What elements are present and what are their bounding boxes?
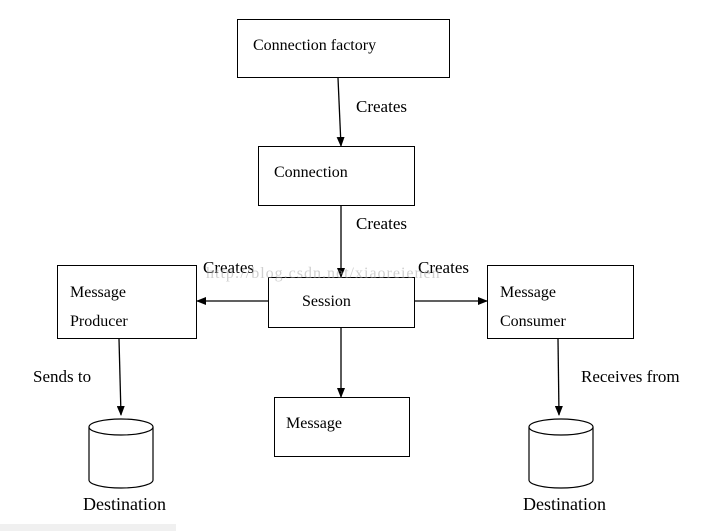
message-consumer-label-line2: Consumer bbox=[500, 313, 566, 330]
message-producer-label-line2: Producer bbox=[70, 313, 128, 330]
edge-label-consumer-creates: Creates bbox=[418, 258, 469, 277]
edge-label-receives-from: Receives from bbox=[581, 367, 680, 386]
session-box: Session bbox=[268, 277, 415, 328]
destination-right-label: Destination bbox=[523, 494, 606, 514]
destination-right-cylinder-icon bbox=[528, 418, 594, 489]
arrow-consumer-to-destination bbox=[554, 338, 563, 416]
edge-label-factory-creates: Creates bbox=[356, 97, 407, 116]
destination-left-cylinder-icon bbox=[88, 418, 154, 489]
message-producer-box: Message Producer bbox=[57, 265, 197, 339]
connection-box: Connection bbox=[258, 146, 415, 206]
watermark-text: http://blog.csdn.net/xiaoreienen bbox=[206, 265, 441, 282]
destination-left-label: Destination bbox=[83, 494, 166, 514]
edge-label-sends-to: Sends to bbox=[33, 367, 92, 386]
session-label: Session bbox=[302, 293, 351, 310]
arrow-producer-to-destination bbox=[116, 338, 125, 416]
message-consumer-box: Message Consumer bbox=[487, 265, 634, 339]
message-label: Message bbox=[286, 415, 342, 432]
connection-factory-label: Connection factory bbox=[253, 37, 377, 54]
message-consumer-label-line1: Message bbox=[500, 284, 556, 301]
message-producer-label-line1: Message bbox=[70, 284, 126, 301]
message-box: Message bbox=[274, 397, 410, 457]
arrow-factory-to-connection bbox=[336, 77, 345, 147]
connection-factory-box: Connection factory bbox=[237, 19, 450, 78]
connection-label: Connection bbox=[274, 164, 348, 181]
edge-label-connection-creates: Creates bbox=[356, 214, 407, 233]
edge-label-producer-creates: Creates bbox=[203, 258, 254, 277]
bottom-scroll-strip bbox=[0, 524, 176, 531]
